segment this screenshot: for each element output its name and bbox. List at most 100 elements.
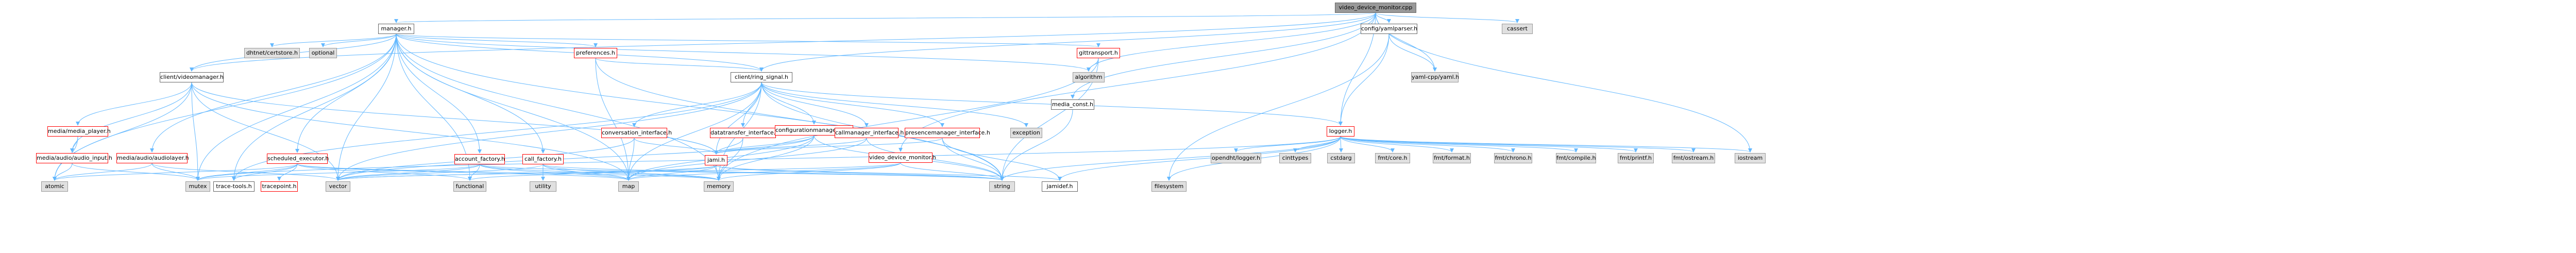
edge-manager-h-to-algorithm [396,33,1091,72]
node-fmt-ostream-h: fmt/ostream.h [1672,153,1715,163]
node-gittransport-h[interactable]: gittransport.h [1077,48,1120,58]
edge-video-device-monitor-cpp-to-client-videomanager-h [190,12,1376,72]
edge-scheduled-executor-h-to-atomic [53,163,298,181]
node-fmt-chrono-h: fmt/chrono.h [1494,153,1532,163]
edge-call-factory-h-to-string [543,164,1004,181]
node-tracepoint-h[interactable]: tracepoint.h [261,181,298,192]
node-audiolayer-h[interactable]: media/audio/audiolayer.h [116,153,189,163]
node-call-factory-h[interactable]: call_factory.h [522,154,564,164]
edge-client-ring-signal-h-to-vector [336,82,762,181]
node-media-player-h[interactable]: media/media_player.h [47,126,111,137]
node-jami-h[interactable]: jami.h [705,155,727,165]
edge-logger-h-to-cinttypes [1293,136,1341,153]
node-trace-tools-h[interactable]: trace-tools.h [213,181,255,192]
node-video-device-monitor-cpp[interactable]: video_device_monitor.cpp [1335,3,1416,13]
node-client-ring-signal-h[interactable]: client/ring_signal.h [731,72,792,82]
edge-client-videomanager-h-to-vector [191,82,340,181]
edge-client-videomanager-h-to-media-player-h [76,82,192,126]
edge-logger-h-to-fmt-core-h [1340,136,1395,153]
edge-configurationmanager-interface-h-to-memory [717,135,815,181]
edge-client-videomanager-h-to-jami-h [191,82,718,155]
edge-video-device-monitor-cpp-to-video-device-monitor-h [899,12,1376,152]
edge-client-ring-signal-h-to-trace-tools-h [232,82,762,181]
edge-video-device-monitor-h-to-map [626,162,901,181]
edge-video-device-monitor-cpp-to-media-const-h [1071,12,1376,99]
edge-audiolayer-h-to-atomic [53,163,152,181]
edge-preferences-h-to-string [595,58,1004,181]
edge-manager-h-to-mutex [196,33,397,181]
node-yaml-cpp: yaml-cpp/yaml.h [1411,72,1459,82]
node-datatransfer-interface-h[interactable]: datatransfer_interface.h [710,128,779,138]
edge-manager-h-to-vector [336,33,397,181]
node-manager-h[interactable]: manager.h [378,24,414,34]
edge-account-factory-h-to-vector [336,164,480,181]
node-utility: utility [530,181,556,192]
edge-manager-h-to-optional [321,33,397,47]
edge-jami-h-to-jamidef-h [716,165,1062,181]
node-functional: functional [453,181,486,192]
node-iostream: iostream [1735,153,1766,163]
edge-presencemanager-interface-h-to-jami-h [714,138,943,155]
edge-video-device-monitor-cpp-to-yaml-cpp [1375,12,1437,72]
edge-logger-h-to-fmt-format-h [1340,136,1454,153]
edge-client-videomanager-h-to-mutex [191,82,200,181]
node-audio-input-h[interactable]: media/audio/audio_input.h [36,153,112,163]
node-exception: exception [1010,128,1042,138]
node-config-yamlparser-h[interactable]: config/yamlparser.h [1361,24,1417,34]
node-atomic: atomic [41,181,68,192]
edge-client-videomanager-h-to-audio-input-h [70,82,192,153]
edge-scheduled-executor-h-to-tracepoint-h [277,163,298,181]
edge-call-factory-h-to-vector [336,164,544,181]
node-callmanager-interface-h[interactable]: callmanager_interface.h [835,128,904,138]
edge-presencemanager-interface-h-to-string [942,138,1004,181]
node-algorithm: algorithm [1073,72,1105,82]
edge-video-device-monitor-cpp-to-iostream [1375,12,1752,153]
edge-video-device-monitor-cpp-to-manager-h [395,12,1376,23]
node-client-videomanager-h[interactable]: client/videomanager.h [160,72,224,82]
edge-client-ring-signal-h-to-map [626,82,762,181]
edge-datatransfer-interface-h-to-memory [717,138,743,181]
edge-manager-h-to-trace-tools-h [232,33,397,181]
node-conversation-interface-h[interactable]: conversation_interface.h [601,128,672,138]
node-preferences-h[interactable]: preferences.h [574,48,617,58]
edge-manager-h-to-gittransport-h [396,33,1100,47]
node-dhtnet-certstore-h: dhtnet/certstore.h [244,48,300,58]
edge-jami-h-to-memory [716,165,721,181]
edge-audio-input-h-to-mutex [72,163,200,181]
edge-conversation-interface-h-to-jami-h [634,138,718,155]
edge-callmanager-interface-h-to-map [626,138,867,181]
node-logger-h[interactable]: logger.h [1327,126,1354,137]
node-presencemanager-interface-h[interactable]: presencemanager_interface.h [905,128,990,138]
edge-client-ring-signal-h-to-callmanager-interface-h [761,82,869,127]
edge-manager-h-to-preferences-h [396,33,598,47]
node-media-const-h[interactable]: media_const.h [1051,99,1094,110]
edge-video-device-monitor-h-to-vector [336,162,901,181]
edge-video-device-monitor-h-to-memory [717,162,901,181]
node-cinttypes: cinttypes [1279,153,1311,163]
edge-scheduled-executor-h-to-functional [297,163,472,181]
edge-preferences-h-to-map [595,58,631,181]
edge-callmanager-interface-h-to-jami-h [714,138,867,155]
edge-scheduled-executor-h-to-map [297,163,631,181]
edge-scheduled-executor-h-to-memory [297,163,721,181]
edge-manager-h-to-memory [396,33,721,181]
edge-video-device-monitor-cpp-to-config-yamlparser-h [1375,12,1391,23]
node-scheduled-executor-h[interactable]: scheduled_executor.h [267,154,329,164]
node-fmt-core-h: fmt/core.h [1375,153,1410,163]
edge-jami-h-to-map [626,165,717,181]
edge-presencemanager-interface-h-to-jamidef-h [942,138,1062,181]
node-video-device-monitor-h[interactable]: video_device_monitor.h [869,153,936,163]
edge-logger-h-to-fmt-compile-h [1340,136,1578,153]
node-cstdarg: cstdarg [1327,153,1355,163]
edge-config-yamlparser-h-to-logger-h [1338,33,1389,126]
node-fmt-printf-h: fmt/printf.h [1618,153,1654,163]
edge-media-const-h-to-string [1000,109,1073,181]
node-map: map [618,181,639,192]
node-optional: optional [309,48,337,58]
edge-logger-h-to-opendht-logger-h [1234,136,1341,153]
edge-config-yamlparser-h-to-yaml-cpp [1388,33,1437,72]
node-jamidef-h[interactable]: jamidef.h [1042,181,1078,192]
node-filesystem: filesystem [1151,181,1187,192]
node-account-factory-h[interactable]: account_factory.h [454,154,505,164]
edge-manager-h-to-dhtnet-certstore-h [270,33,397,47]
